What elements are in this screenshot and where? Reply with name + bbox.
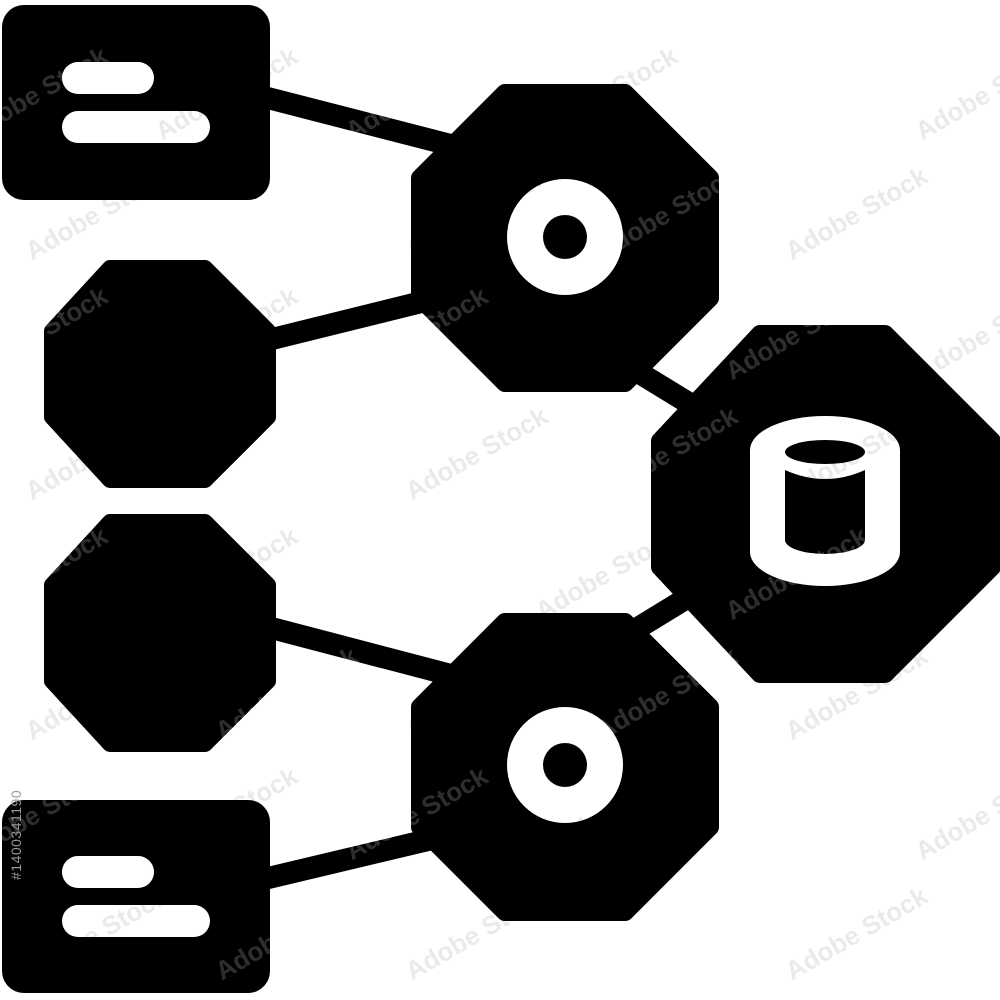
doc-node-top-icon (2, 5, 270, 200)
eye-hub-top-icon (411, 84, 719, 392)
doc-line-top-2 (62, 111, 210, 143)
doc-node-bottom-icon (2, 800, 270, 993)
eye-hub-bottom-icon (411, 613, 719, 921)
link-octagon-lower-to-eye-bottom (249, 614, 481, 691)
eye-pupil-top (543, 215, 587, 259)
octagon-node-upper-icon (44, 260, 276, 488)
doc-line-bottom-1 (62, 856, 154, 888)
database-cylinder-icon (750, 416, 900, 586)
stock-id-label: #1400341190 (8, 789, 24, 880)
doc-line-bottom-2 (62, 905, 210, 937)
doc-line-top-1 (62, 62, 154, 94)
database-hub-icon (651, 325, 1000, 683)
link-doc-top-to-eye-top (249, 85, 481, 161)
eye-pupil-bottom (543, 743, 587, 787)
octagon-node-lower-icon (44, 514, 276, 752)
